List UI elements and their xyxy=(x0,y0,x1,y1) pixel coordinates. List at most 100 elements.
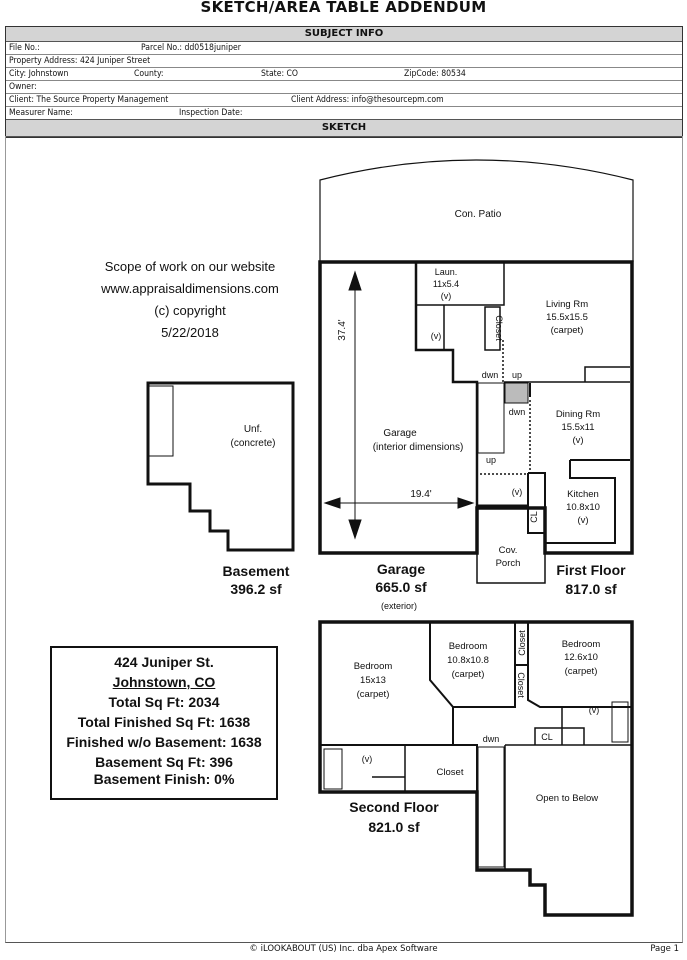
garage-dim-v: 37.4' xyxy=(337,319,348,340)
wall-line xyxy=(480,340,531,475)
closet-label: Closet xyxy=(517,630,527,656)
property-address: Property Address: 424 Juniper Street xyxy=(9,56,151,66)
porch-outline xyxy=(476,508,546,584)
row-measurer: Measurer Name: Inspection Date: xyxy=(6,107,682,119)
summary-address: 424 Juniper St. xyxy=(114,654,214,670)
bedroom1-label: Bedroom xyxy=(354,661,393,672)
wall-line xyxy=(348,270,362,540)
open-to-below-label: Open to Below xyxy=(536,793,598,804)
first-floor-area: 817.0 sf xyxy=(565,581,617,597)
wall-line xyxy=(415,305,445,350)
sketch-label: (carpet) xyxy=(357,689,390,700)
sketch-label: (carpet) xyxy=(551,325,584,336)
sketch-label: 15x13 xyxy=(360,675,386,686)
kitchen-label: Kitchen xyxy=(567,489,599,500)
summary-finished-no-basement: Finished w/o Basement: 1638 xyxy=(66,734,262,750)
basement-room: Unf. xyxy=(244,424,262,435)
dining-label: Dining Rm xyxy=(556,409,600,420)
wall-line xyxy=(323,497,475,509)
sketch-label: 11x5.4 xyxy=(433,279,459,289)
basement-outline xyxy=(146,381,295,552)
second-floor-label: Second Floor xyxy=(349,799,439,815)
cl-label: CL xyxy=(529,511,539,523)
owner: Owner: xyxy=(9,82,37,92)
second-floor-outline xyxy=(318,620,634,917)
row-address: Property Address: 424 Juniper Street xyxy=(6,55,682,68)
city: City: Johnstown xyxy=(9,69,69,79)
second-floor-stairs xyxy=(477,746,505,868)
summary-total: Total Sq Ft: 2034 xyxy=(108,694,220,710)
county: County: xyxy=(134,69,164,79)
bedroom3-label: Bedroom xyxy=(562,639,601,650)
subject-info-header: SUBJECT INFO xyxy=(6,27,682,42)
wall-line xyxy=(416,262,505,306)
row-file: File No.: Parcel No.: dd0518juniper xyxy=(6,42,682,55)
stairs-dwn: dwn xyxy=(482,370,499,380)
summary-basement-finish: Basement Finish: 0% xyxy=(93,771,235,787)
closet-box xyxy=(484,306,501,351)
row-owner: Owner: xyxy=(6,81,682,94)
tub-icon xyxy=(611,701,629,743)
basement-label: Basement xyxy=(223,563,290,579)
sketch-labels: Con. Patio Unf. (concrete) Basement 396.… xyxy=(223,209,627,835)
scope-website: www.appraisaldimensions.com xyxy=(101,281,279,296)
garage-note: (interior dimensions) xyxy=(373,442,464,453)
walls xyxy=(146,159,634,917)
sketch-label: (v) xyxy=(577,515,588,526)
stairs-up xyxy=(504,382,529,404)
subject-info-table: SUBJECT INFO File No.: Parcel No.: dd051… xyxy=(5,26,683,138)
sketch-label: 10.8x10.8 xyxy=(447,655,489,666)
garage-label: Garage xyxy=(377,561,425,577)
measurer-name: Measurer Name: xyxy=(9,108,73,118)
wall-line xyxy=(372,707,632,870)
sketch-label: (carpet) xyxy=(452,669,485,680)
closet-label: Closet xyxy=(437,767,464,778)
patio-outline xyxy=(319,159,634,262)
dimension-arrows xyxy=(323,270,475,540)
sketch-label: Porch xyxy=(496,558,521,569)
bath-label: (v) xyxy=(589,705,600,715)
closet-label: Closet xyxy=(494,315,504,341)
closet-label: Closet xyxy=(516,672,526,698)
wall-line xyxy=(504,366,630,383)
scope-date: 5/22/2018 xyxy=(161,325,219,340)
wall-line xyxy=(320,622,632,792)
scope-copyright: (c) copyright xyxy=(154,303,226,318)
stairs-dwn: dwn xyxy=(483,734,500,744)
living-label: Living Rm xyxy=(546,299,588,310)
basement-note: (concrete) xyxy=(230,438,275,449)
laundry-label: Laun. xyxy=(435,267,458,277)
state: State: CO xyxy=(261,69,299,79)
summary-finished: Total Finished Sq Ft: 1638 xyxy=(77,714,251,730)
entry-label: (v) xyxy=(512,487,523,497)
sketch-header: SKETCH xyxy=(6,119,682,137)
bedroom2-label: Bedroom xyxy=(449,641,488,652)
garage-exterior: (exterior) xyxy=(381,601,417,611)
row-city: City: Johnstown County: State: CO ZipCod… xyxy=(6,68,682,81)
scope-note: Scope of work on our website www.apprais… xyxy=(80,256,300,344)
row-client: Client: The Source Property Management C… xyxy=(6,94,682,107)
footer-copyright: © iLOOKABOUT (US) Inc. dba Apex Software xyxy=(249,944,438,954)
client: Client: The Source Property Management xyxy=(9,95,169,105)
bath-label: (v) xyxy=(431,331,442,341)
summary-box: 424 Juniper St. Johnstown, CO Total Sq F… xyxy=(50,646,278,800)
stairs-down xyxy=(477,382,505,454)
page-title: SKETCH/AREA TABLE ADDENDUM xyxy=(200,0,487,16)
parcel-no: Parcel No.: dd0518juniper xyxy=(141,43,241,53)
file-no: File No.: xyxy=(9,43,40,53)
sketch-label: (carpet) xyxy=(565,666,598,677)
basement-area: 396.2 sf xyxy=(230,581,282,597)
wall-line xyxy=(527,472,546,534)
wall-line xyxy=(545,459,630,544)
basement-stairs xyxy=(147,385,174,457)
inspection-date: Inspection Date: xyxy=(179,108,243,118)
sketch-label: (v) xyxy=(441,291,452,301)
zipcode: ZipCode: 80534 xyxy=(404,69,466,79)
porch-label: Cov. xyxy=(499,545,518,556)
client-address: Client Address: info@thesourcepm.com xyxy=(291,95,444,105)
stairs-dwn: dwn xyxy=(509,407,526,417)
bath-label: (v) xyxy=(362,754,373,764)
stairs-up-label: up xyxy=(486,455,496,465)
garage-area: 665.0 sf xyxy=(375,579,427,595)
sketch-label: 15.5x15.5 xyxy=(546,312,588,323)
